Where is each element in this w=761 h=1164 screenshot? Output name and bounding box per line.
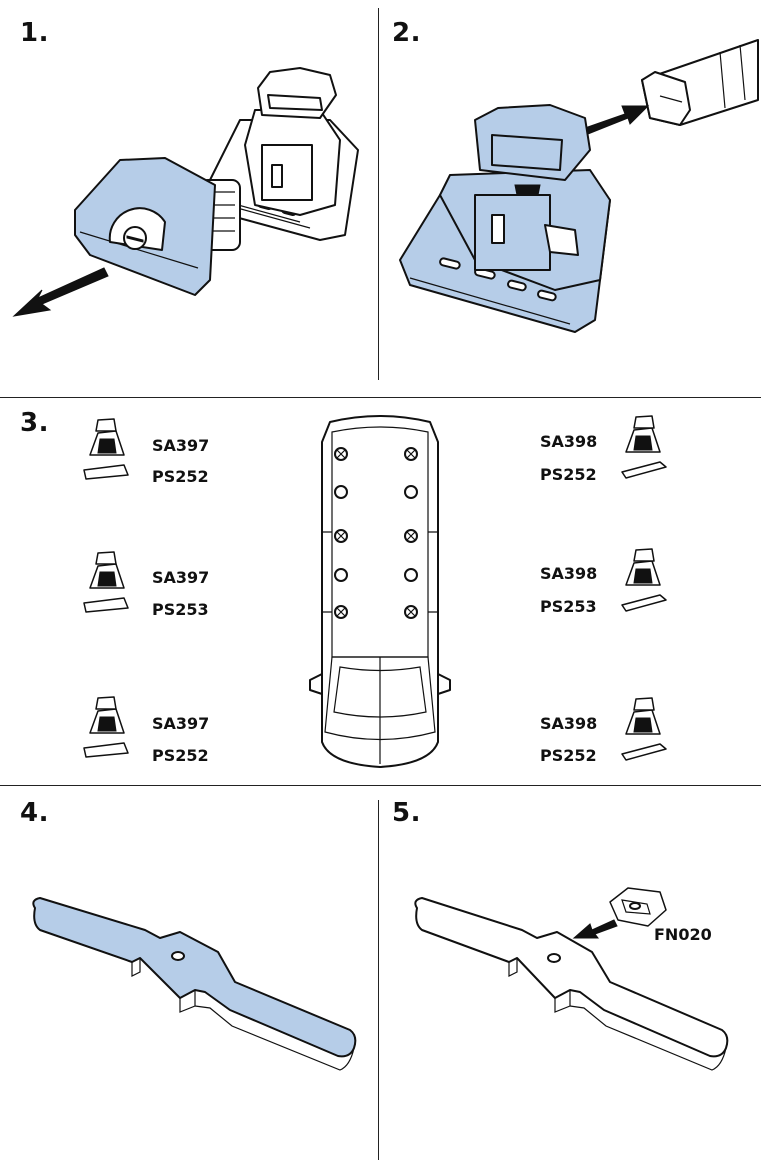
- rubber-pad-icon: [83, 742, 129, 758]
- step1-foot-illustration: [12, 67, 359, 317]
- rubber-pad-icon: [621, 743, 667, 761]
- pull-arrow-icon: [12, 267, 109, 317]
- rubber-pad-icon: [621, 594, 667, 612]
- step2-foot-illustration: [399, 39, 759, 333]
- step-number-4: 4.: [20, 798, 49, 828]
- step-number-2: 2.: [392, 18, 421, 48]
- fitting-points: [334, 447, 418, 619]
- step-number-3: 3.: [20, 408, 49, 438]
- nut-part-code: FN020: [654, 925, 712, 944]
- fix-nut-icon: [609, 887, 667, 927]
- divider-vertical-bottom: [378, 800, 379, 1160]
- left-pad-code-2: PS253: [152, 600, 209, 619]
- roof-foot-icon: [83, 551, 129, 613]
- right-pad-code-1: PS252: [540, 465, 597, 484]
- step-number-5: 5.: [392, 798, 421, 828]
- left-foot-code-1: SA397: [152, 436, 210, 455]
- roof-foot-icon: [83, 696, 129, 758]
- step-number-1: 1.: [20, 18, 49, 48]
- right-foot-code-3: SA398: [540, 714, 598, 733]
- rubber-pad-icon: [621, 461, 667, 479]
- fitting-point-marker-icon: [334, 605, 418, 619]
- right-foot-code-2: SA398: [540, 564, 598, 583]
- mounting-bracket-icon: [32, 897, 357, 1071]
- rubber-pad-icon: [83, 464, 129, 480]
- divider-horizontal-1: [0, 397, 761, 398]
- fitting-point-marker-icon: [334, 447, 418, 461]
- fitting-point-marker-icon: [334, 529, 418, 543]
- roof-foot-icon: [83, 418, 129, 480]
- right-pad-code-2: PS253: [540, 597, 597, 616]
- divider-vertical-top: [378, 8, 379, 380]
- right-pad-code-3: PS252: [540, 746, 597, 765]
- left-pad-code-1: PS252: [152, 467, 209, 486]
- rubber-pad-icon: [83, 597, 129, 613]
- car-top-view-icon: [309, 415, 451, 768]
- roof-foot-icon: [621, 697, 667, 761]
- insert-arrow-icon: [584, 105, 650, 135]
- divider-horizontal-2: [0, 785, 761, 786]
- mounting-bracket-icon: [414, 887, 729, 1071]
- insert-arrow-icon: [572, 919, 618, 939]
- roof-foot-icon: [621, 415, 667, 479]
- left-pad-code-3: PS252: [152, 746, 209, 765]
- left-foot-code-3: SA397: [152, 714, 210, 733]
- left-foot-code-2: SA397: [152, 568, 210, 587]
- roof-foot-icon: [621, 548, 667, 612]
- right-foot-code-1: SA398: [540, 432, 598, 451]
